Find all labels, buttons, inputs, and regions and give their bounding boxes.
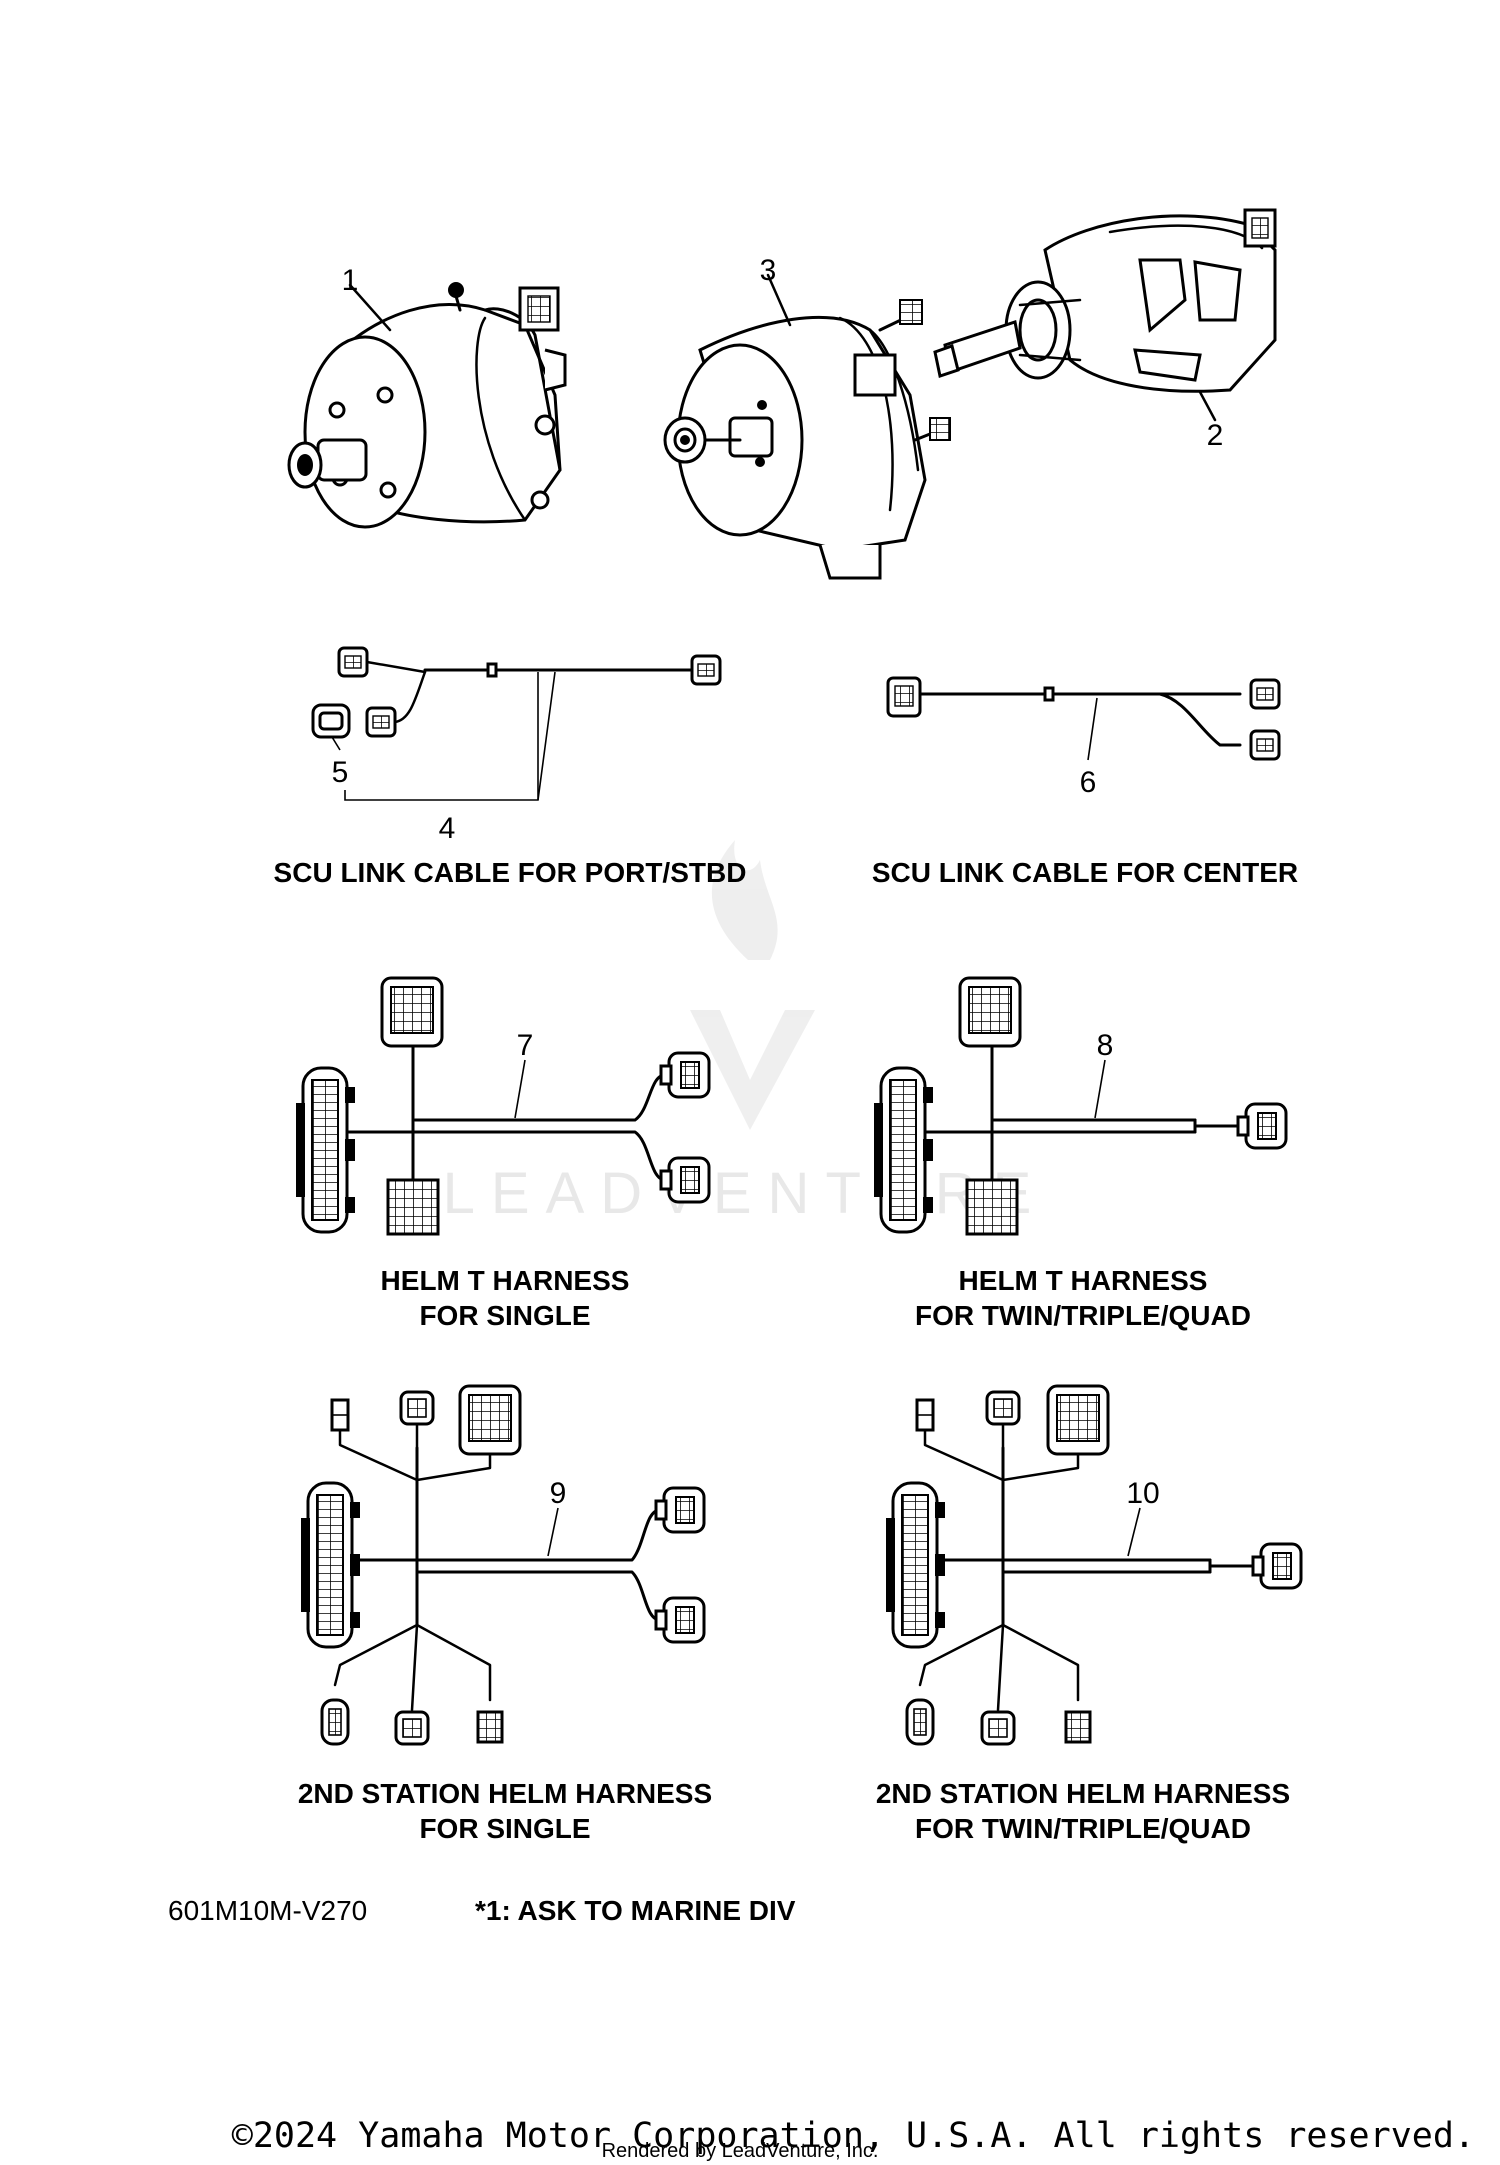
scu-link-cable-port-stbd: 5 4 SCU LINK CABLE FOR PORT/STBD	[274, 646, 747, 888]
caption-second-twin-2: FOR TWIN/TRIPLE/QUAD	[915, 1813, 1251, 1844]
part-number-4: 4	[439, 812, 456, 845]
caption-scu-port-stbd: SCU LINK CABLE FOR PORT/STBD	[274, 857, 747, 888]
part-number-9: 9	[550, 1477, 567, 1510]
scu-link-cable-center: 6 SCU LINK CABLE FOR CENTER	[872, 676, 1298, 888]
second-station-harness-single: 9 2ND STATION HELM HARNESS FOR SINGLE	[298, 1384, 712, 1844]
caption-helm-t-single-2: FOR SINGLE	[419, 1300, 590, 1331]
part-number-10: 10	[1126, 1477, 1159, 1510]
watermark-logo-icon	[690, 840, 815, 1130]
caption-second-twin-1: 2ND STATION HELM HARNESS	[876, 1778, 1290, 1809]
watermark-text: LEADVENTURE	[443, 1161, 1048, 1226]
caption-second-single-2: FOR SINGLE	[419, 1813, 590, 1844]
part-number-3: 3	[760, 254, 777, 287]
second-station-harness-twin: 10 2ND STATION HELM HARNESS FOR TWIN/TRI…	[876, 1384, 1303, 1844]
part-3-steering-unit: 3	[663, 254, 951, 580]
helm-t-harness-single: 7 HELM T HARNESS FOR SINGLE	[295, 976, 711, 1331]
part-number-7: 7	[517, 1029, 534, 1062]
part-number-8: 8	[1097, 1029, 1114, 1062]
caption-helm-t-single-1: HELM T HARNESS	[381, 1265, 630, 1296]
footnote: *1: ASK TO MARINE DIV	[475, 1895, 796, 1926]
part-1-helm-pump: 1	[287, 264, 567, 529]
part-number-2: 2	[1207, 419, 1224, 452]
caption-scu-center: SCU LINK CABLE FOR CENTER	[872, 857, 1298, 888]
diagram-code: 601M10M-V270	[168, 1895, 367, 1926]
watermark: LEADVENTURE	[443, 840, 1048, 1226]
caption-helm-t-twin-2: FOR TWIN/TRIPLE/QUAD	[915, 1300, 1251, 1331]
part-2-sensor-unit: 2	[933, 208, 1277, 452]
part-5-connector	[311, 703, 351, 739]
part-number-1: 1	[342, 264, 359, 297]
copyright: ©2024 Yamaha Motor Corporation, U.S.A. A…	[232, 2116, 1475, 2156]
rendered-by: Rendered by LeadVenture, Inc.	[602, 2140, 879, 2162]
caption-helm-t-twin-1: HELM T HARNESS	[959, 1265, 1208, 1296]
part-number-6: 6	[1080, 766, 1097, 799]
part-number-5: 5	[332, 756, 349, 789]
caption-second-single-1: 2ND STATION HELM HARNESS	[298, 1778, 712, 1809]
helm-t-harness-twin: 8 HELM T HARNESS FOR TWIN/TRIPLE/QUAD	[873, 976, 1288, 1331]
